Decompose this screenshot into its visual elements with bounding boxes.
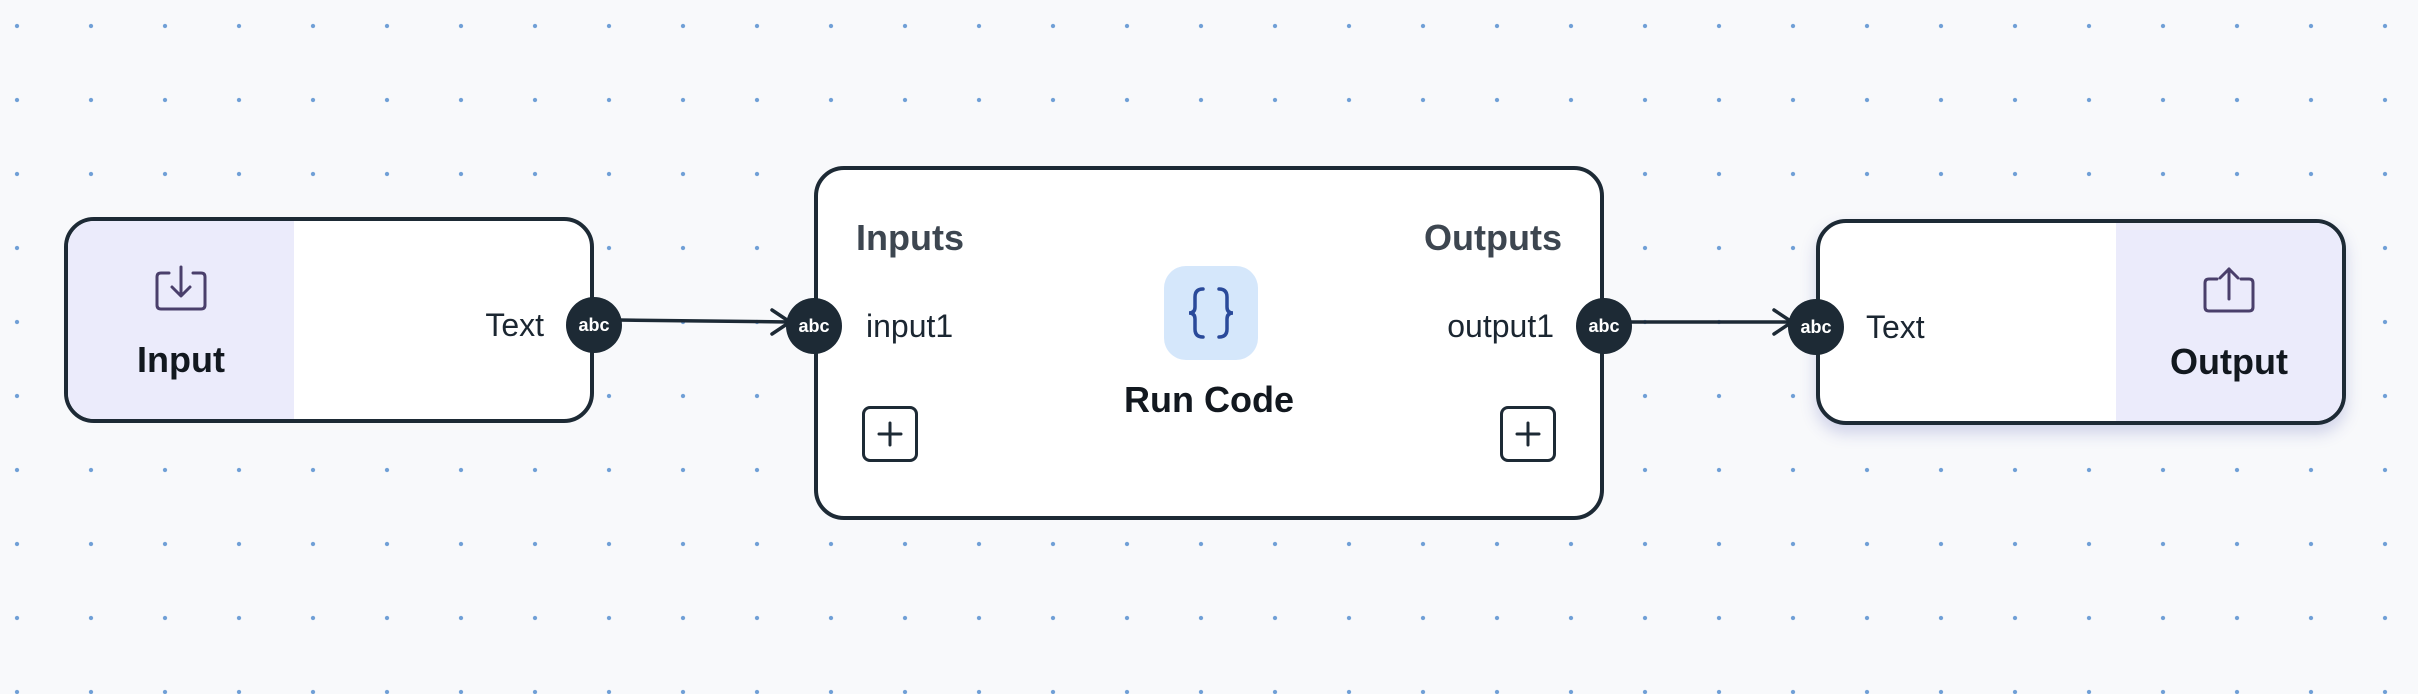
- outputs-heading: Outputs: [1424, 217, 1562, 258]
- code-output-port[interactable]: abc: [1576, 298, 1632, 354]
- input-node-port-label: Text: [485, 307, 544, 343]
- edge-input-to-code[interactable]: [617, 308, 792, 336]
- edge-code-to-output[interactable]: [1626, 308, 1794, 336]
- plus-icon: [1515, 421, 1541, 447]
- output-node-body: Output: [1820, 223, 2342, 421]
- output-node-title: Output: [2170, 341, 2288, 382]
- export-icon: [2203, 267, 2255, 313]
- inputs-heading: Inputs: [856, 217, 964, 258]
- add-output-button[interactable]: [1500, 406, 1556, 462]
- output-node-port-label: Text: [1866, 309, 1925, 345]
- code-input-port-label: input1: [866, 308, 954, 344]
- input-node[interactable]: Input Text abc: [64, 217, 622, 423]
- plus-icon: [877, 421, 903, 447]
- input-node-panel: Input: [68, 221, 294, 419]
- code-input-port[interactable]: abc: [786, 298, 842, 354]
- code-icon-tile: [1164, 266, 1258, 360]
- add-input-button[interactable]: [862, 406, 918, 462]
- import-icon: [155, 265, 207, 311]
- output-node-input-port[interactable]: abc: [1788, 299, 1844, 355]
- curly-braces-icon: [1188, 287, 1234, 339]
- input-node-body: Input: [68, 221, 590, 419]
- output-node-panel: Output: [2116, 223, 2342, 421]
- input-node-title: Input: [137, 339, 225, 380]
- run-code-node[interactable]: Inputs Outputs abc input1 output1 abc Ru…: [786, 166, 1632, 520]
- run-code-title: Run Code: [1124, 379, 1294, 420]
- code-output-port-label: output1: [1447, 308, 1554, 344]
- input-node-output-port[interactable]: abc: [566, 297, 622, 353]
- output-node[interactable]: Output abc Text: [1788, 219, 2346, 425]
